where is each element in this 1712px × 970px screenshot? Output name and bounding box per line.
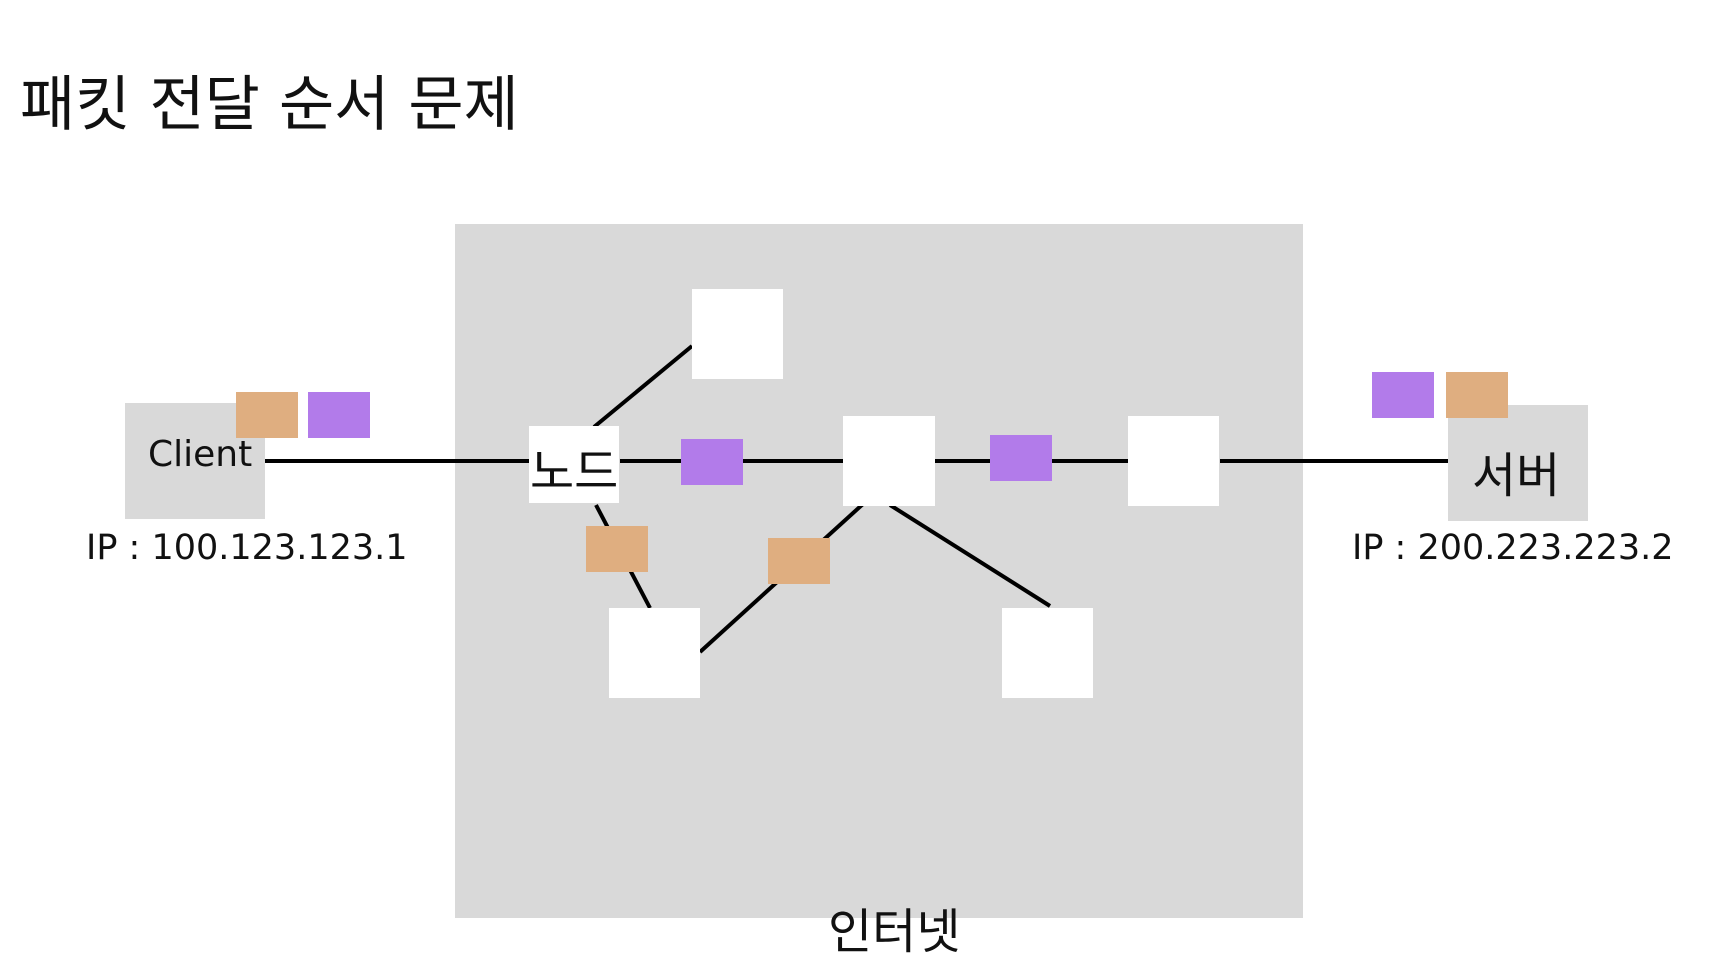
node-center <box>843 416 935 506</box>
server-label: 서버 <box>1472 448 1561 504</box>
packet-purple-server <box>1372 372 1434 418</box>
page-title: 패킷 전달 순서 문제 <box>20 70 519 140</box>
server-box <box>1448 405 1588 521</box>
packet-purple-client <box>308 392 370 438</box>
node-main <box>529 426 619 503</box>
client-label: Client <box>148 434 253 475</box>
link-center-bottomright <box>888 503 1052 608</box>
internet-label: 인터넷 <box>828 904 961 960</box>
packet-orange-server <box>1446 372 1508 418</box>
node-bottom-right <box>1002 608 1093 698</box>
server-ip: IP : 200.223.223.2 <box>1352 528 1674 568</box>
packet-orange-client <box>236 392 298 438</box>
client-ip: IP : 100.123.123.1 <box>86 528 408 568</box>
node-right <box>1128 416 1219 506</box>
packet-purple-mid-left <box>681 439 743 485</box>
packet-purple-mid-right <box>990 435 1052 481</box>
packet-orange-lower-left <box>586 526 648 572</box>
link-node-top <box>592 344 694 429</box>
node-bottom-left <box>609 608 700 698</box>
packet-orange-lower-mid <box>768 538 830 584</box>
node-top <box>692 289 783 379</box>
node-label: 노드 <box>530 444 619 500</box>
